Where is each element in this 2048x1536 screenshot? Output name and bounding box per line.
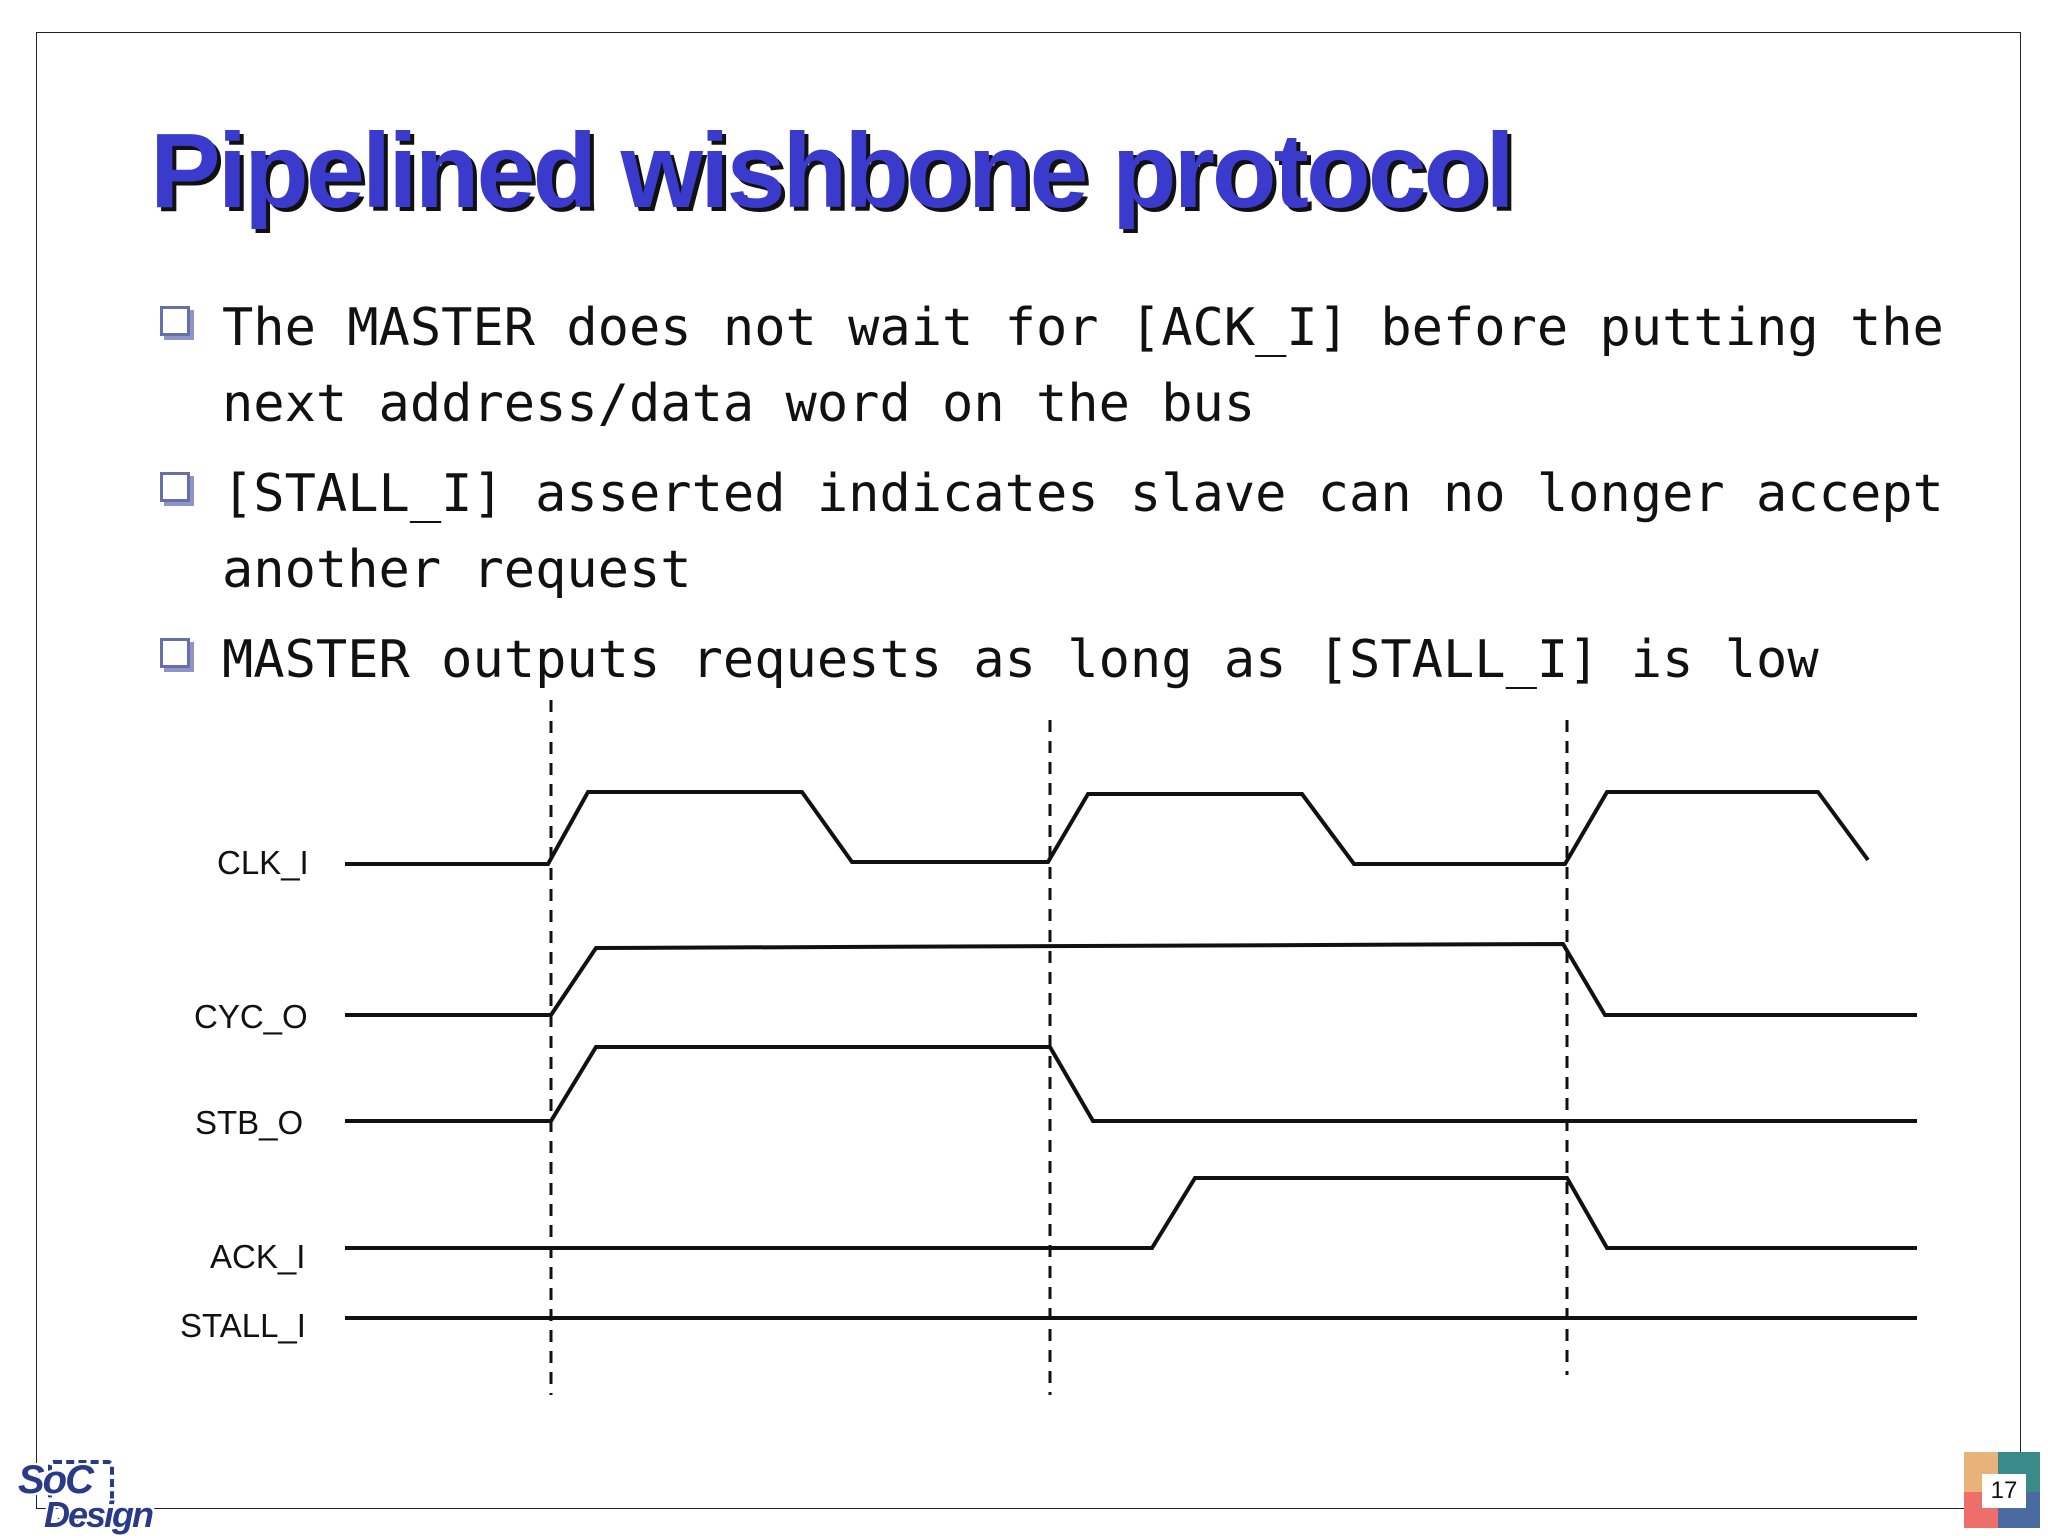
bullet-item: [STALL_I] asserted indicates slave can n… (160, 456, 1980, 608)
logo-text-top: SoC (18, 1458, 94, 1502)
signal-label-cyc: CYC_O (194, 998, 308, 1035)
signal-label-stb: STB_O (195, 1104, 303, 1141)
bullet-text: [STALL_I] asserted indicates slave can n… (222, 464, 1944, 600)
logo-text-bottom: Design (44, 1494, 154, 1535)
bullet-item: MASTER outputs requests as long as [STAL… (160, 622, 1980, 698)
bullet-text: The MASTER does not wait for [ACK_I] bef… (222, 298, 1944, 434)
bullet-item: The MASTER does not wait for [ACK_I] bef… (160, 290, 1980, 442)
waveform-ack (345, 1176, 1917, 1250)
soc-design-logo: SoC Design (14, 1456, 154, 1535)
page-number-badge: 17 (1964, 1452, 2040, 1528)
signal-label-ack: ACK_I (210, 1238, 305, 1275)
waveform-clk (345, 790, 1870, 866)
square-bullet-icon (160, 638, 190, 668)
slide-title: Pipelined wishbone protocol (150, 112, 1515, 230)
signal-label-clk: CLK_I (217, 844, 309, 881)
bullet-list: The MASTER does not wait for [ACK_I] bef… (160, 290, 1980, 712)
waveform-cyc (345, 941, 1917, 1017)
bullet-text: MASTER outputs requests as long as [STAL… (222, 630, 1819, 690)
page-number: 17 (1982, 1474, 2026, 1508)
slide-frame (36, 32, 2021, 1509)
square-bullet-icon (160, 472, 190, 502)
chip-icon (48, 1460, 114, 1522)
waveform-stb (345, 1045, 1917, 1123)
square-bullet-icon (160, 306, 190, 336)
signal-label-stall: STALL_I (180, 1307, 306, 1344)
